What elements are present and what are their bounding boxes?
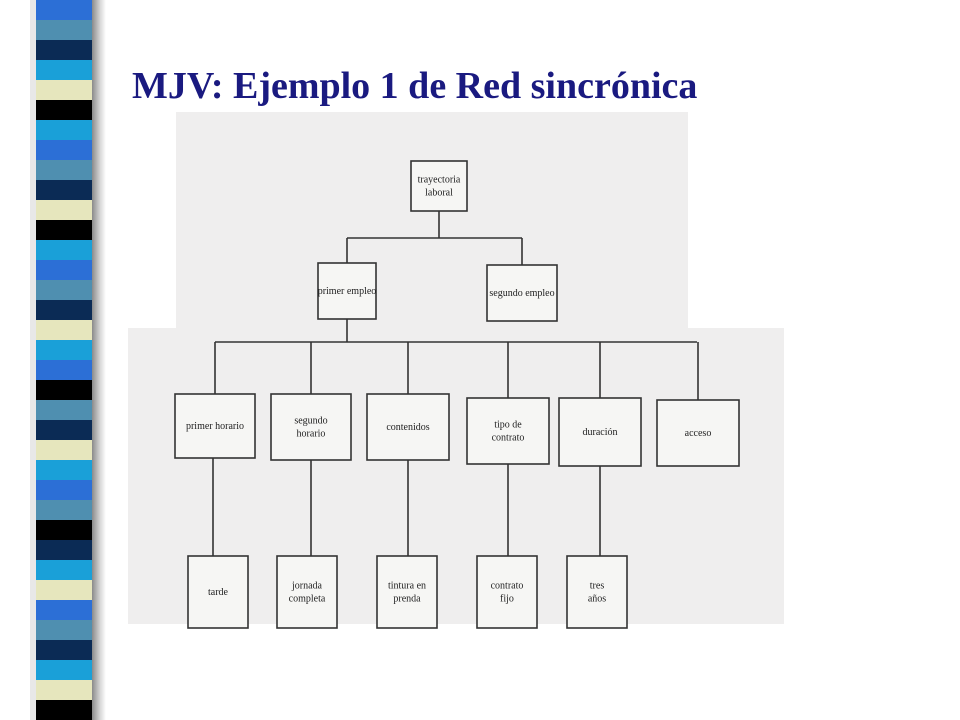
node-level2-1-label: segundo	[294, 416, 327, 427]
node-level2-2-label: contenidos	[386, 422, 429, 433]
node-level3-4-box	[566, 555, 628, 629]
strip-band	[36, 420, 92, 440]
strip-band	[36, 620, 92, 640]
diagram-connectors	[212, 211, 699, 556]
node-level1-0-label: primer empleo	[318, 286, 377, 297]
diagram-nodes: trayectoria laboral primer empleo segundo e…	[174, 160, 740, 629]
decorative-side-strip	[0, 0, 110, 720]
node-level3-4-label: años	[588, 594, 606, 605]
strip-band	[36, 140, 92, 160]
node-level3-3-label: contrato	[491, 581, 524, 592]
node-level2-5: acceso	[656, 399, 740, 467]
node-level2-5-box	[656, 399, 740, 467]
node-level2-2: contenidos	[366, 393, 450, 461]
strip-band	[36, 20, 92, 40]
node-level3-2-label: tintura en	[388, 581, 426, 592]
node-trayectoria-laboral: trayectoria laboral	[410, 160, 468, 212]
strip-band	[36, 640, 92, 660]
node-level2-0-label: primer horario	[186, 421, 244, 432]
strip-band	[36, 680, 92, 700]
strip-band	[36, 40, 92, 60]
node-level3-2-box	[376, 555, 438, 629]
node-level3-4: tres años	[566, 555, 628, 629]
node-level2-0: primer horario	[174, 393, 256, 459]
strip-band	[36, 480, 92, 500]
strip-band	[36, 160, 92, 180]
node-level2-0-box	[174, 393, 256, 459]
strip-band	[36, 360, 92, 380]
strip-band	[36, 60, 92, 80]
strip-band	[36, 440, 92, 460]
node-level3-3-label: fijo	[500, 594, 514, 605]
strip-band	[36, 240, 92, 260]
node-level2-1: segundo horario	[270, 393, 352, 461]
node-level3-2: tintura en prenda	[376, 555, 438, 629]
node-trayectoria-laboral-box	[410, 160, 468, 212]
strip-shadow	[92, 0, 106, 720]
strip-band	[36, 0, 92, 20]
node-level2-3-box	[466, 397, 550, 465]
strip-band	[36, 700, 92, 720]
strip-band	[36, 340, 92, 360]
node-level1-1-box	[486, 264, 558, 322]
strip-edge	[30, 0, 36, 720]
strip-band	[36, 220, 92, 240]
node-level3-0-label: tarde	[208, 587, 229, 598]
strip-band	[36, 100, 92, 120]
node-level1-1-label: segundo empleo	[489, 288, 554, 299]
strip-band	[36, 660, 92, 680]
strip-band	[36, 180, 92, 200]
node-level3-1-label: jornada	[291, 581, 323, 592]
strip-band	[36, 120, 92, 140]
node-level2-3-label: tipo de	[494, 420, 522, 431]
node-level1-0-box	[317, 262, 377, 320]
strip-band	[36, 500, 92, 520]
strip-band	[36, 200, 92, 220]
node-level2-2-box	[366, 393, 450, 461]
node-level3-1-box	[276, 555, 338, 629]
node-trayectoria-laboral-label: trayectoria	[418, 175, 461, 186]
slide-title: MJV: Ejemplo 1 de Red sincrónica	[132, 65, 698, 107]
node-level3-1-label: completa	[289, 594, 326, 605]
node-level2-4-box	[558, 397, 642, 467]
node-level3-3: contrato fijo	[476, 555, 538, 629]
node-level3-0: tarde	[187, 555, 249, 629]
strip-band	[36, 580, 92, 600]
node-level2-1-label: horario	[297, 429, 326, 440]
node-level3-2-label: prenda	[393, 594, 421, 605]
strip-band	[36, 80, 92, 100]
node-level3-0-box	[187, 555, 249, 629]
node-level3-4-label: tres	[590, 581, 605, 592]
node-level2-1-box	[270, 393, 352, 461]
node-level1-1: segundo empleo	[486, 264, 558, 322]
node-level3-3-box	[476, 555, 538, 629]
strip-band	[36, 300, 92, 320]
node-level1-0: primer empleo	[317, 262, 377, 320]
node-level2-4: duración	[558, 397, 642, 467]
strip-band	[36, 380, 92, 400]
strip-band	[36, 560, 92, 580]
strip-band	[36, 280, 92, 300]
strip-band	[36, 400, 92, 420]
strip-band	[36, 460, 92, 480]
strip-band	[36, 540, 92, 560]
node-level2-4-label: duración	[583, 427, 618, 438]
node-level2-5-label: acceso	[685, 428, 712, 439]
node-level2-3: tipo de contrato	[466, 397, 550, 465]
strip-band	[36, 320, 92, 340]
strip-band	[36, 260, 92, 280]
node-level2-3-label: contrato	[492, 433, 525, 444]
node-level3-1: jornada completa	[276, 555, 338, 629]
strip-band	[36, 600, 92, 620]
node-trayectoria-laboral-label: laboral	[425, 188, 453, 199]
scanned-diagram-top	[176, 112, 688, 332]
strip-band	[36, 520, 92, 540]
